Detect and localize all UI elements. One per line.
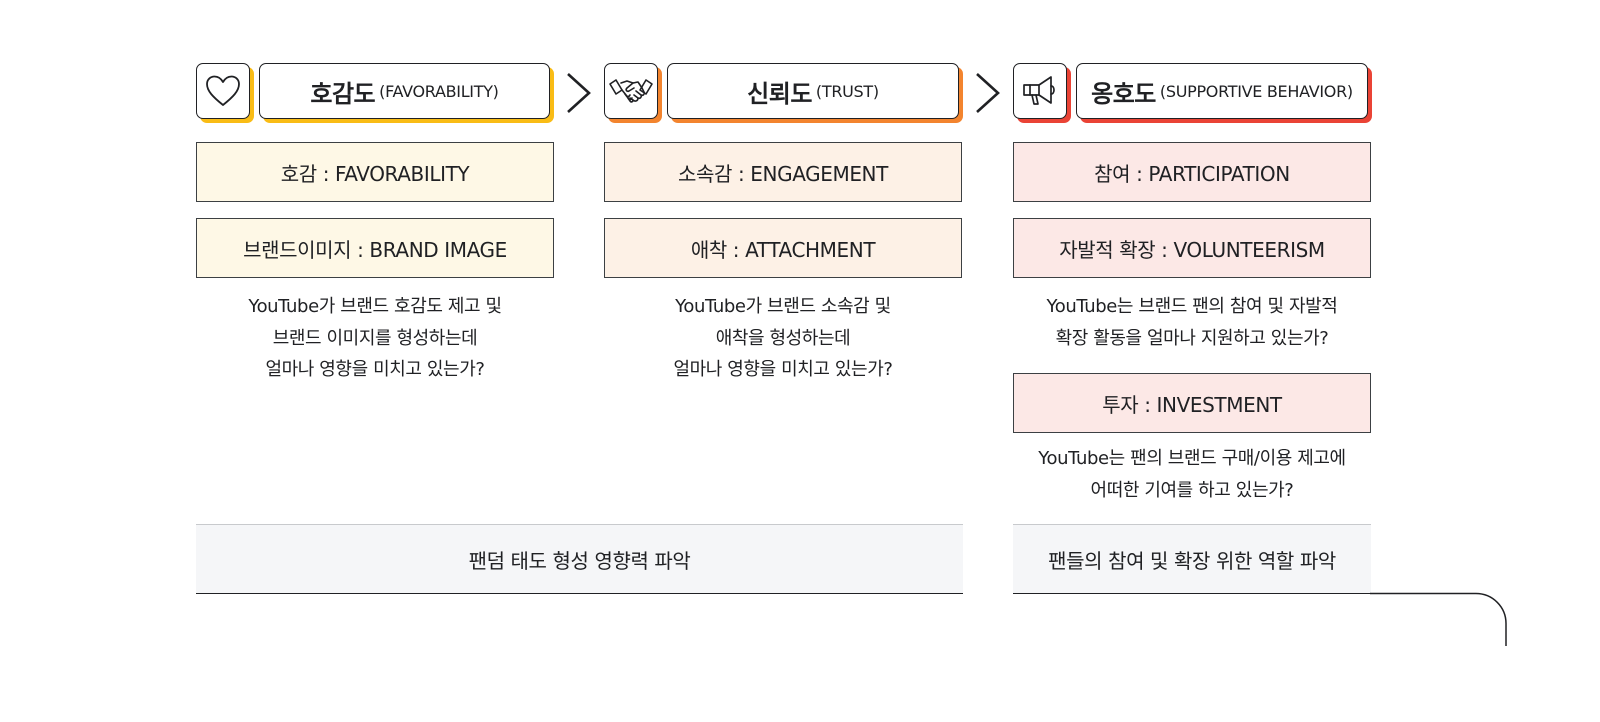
description-line: YouTube가 브랜드 호감도 제고 및 bbox=[248, 296, 502, 317]
supportive-title-en: (SUPPORTIVE BEHAVIOR) bbox=[1159, 81, 1353, 101]
trust-description: YouTube가 브랜드 소속감 및 애착을 형성하는데 얼마나 영향을 미치고… bbox=[604, 291, 962, 386]
favorability-item: 호감 : FAVORABILITY bbox=[196, 142, 554, 202]
supportive-icon-box bbox=[1013, 63, 1067, 119]
handshake-icon bbox=[609, 79, 653, 103]
favorability-title-en: (FAVORABILITY) bbox=[379, 81, 499, 101]
brand-image-item: 브랜드이미지 : BRAND IMAGE bbox=[196, 218, 554, 278]
connector-curve bbox=[1370, 592, 1507, 646]
trust-title-ko: 신뢰도 bbox=[747, 79, 812, 108]
description-line: 확장 활동을 얼마나 지원하고 있는가? bbox=[1055, 327, 1329, 349]
description-line: 애착을 형성하는데 bbox=[715, 327, 851, 349]
supportive-title-ko: 옹호도 bbox=[1091, 79, 1156, 108]
favorability-title: 호감도 (FAVORABILITY) bbox=[259, 63, 550, 119]
supportive-description: YouTube는 브랜드 팬의 참여 및 자발적 확장 활동을 얼마나 지원하고… bbox=[1013, 291, 1371, 354]
engagement-item-label: 소속감 : ENGAGEMENT bbox=[678, 161, 888, 186]
attachment-item: 애착 : ATTACHMENT bbox=[604, 218, 962, 278]
footer-fandom-attitude-label: 팬덤 태도 형성 영향력 파악 bbox=[468, 548, 691, 573]
investment-item-label: 투자 : INVESTMENT bbox=[1102, 392, 1282, 417]
supportive-title: 옹호도 (SUPPORTIVE BEHAVIOR) bbox=[1076, 63, 1368, 119]
investment-description: YouTube는 팬의 브랜드 구매/이용 제고에 어떠한 기여를 하고 있는가… bbox=[1013, 443, 1371, 506]
megaphone-icon bbox=[1023, 76, 1055, 105]
description-line: 브랜드 이미지를 형성하는데 bbox=[272, 327, 478, 349]
chevron-right-icon bbox=[976, 73, 1000, 113]
footer-fandom-attitude: 팬덤 태도 형성 영향력 파악 bbox=[196, 524, 963, 594]
heart-icon bbox=[206, 75, 240, 106]
trust-title-en: (TRUST) bbox=[815, 81, 879, 101]
brand-image-item-label: 브랜드이미지 : BRAND IMAGE bbox=[243, 237, 507, 262]
description-line: 얼마나 영향을 미치고 있는가? bbox=[265, 359, 485, 380]
footer-fan-participation: 팬들의 참여 및 확장 위한 역할 파악 bbox=[1013, 524, 1371, 594]
description-line: YouTube가 브랜드 소속감 및 bbox=[675, 296, 891, 317]
trust-icon-box bbox=[604, 63, 658, 119]
description-line: YouTube는 팬의 브랜드 구매/이용 제고에 bbox=[1038, 448, 1346, 469]
participation-item: 참여 : PARTICIPATION bbox=[1013, 142, 1371, 202]
volunteerism-item-label: 자발적 확장 : VOLUNTEERISM bbox=[1059, 237, 1325, 262]
favorability-description: YouTube가 브랜드 호감도 제고 및 브랜드 이미지를 형성하는데 얼마나… bbox=[196, 291, 554, 386]
attachment-item-label: 애착 : ATTACHMENT bbox=[690, 237, 876, 262]
description-line: 얼마나 영향을 미치고 있는가? bbox=[673, 359, 893, 380]
trust-title: 신뢰도 (TRUST) bbox=[667, 63, 959, 119]
favorability-item-label: 호감 : FAVORABILITY bbox=[280, 161, 470, 186]
engagement-item: 소속감 : ENGAGEMENT bbox=[604, 142, 962, 202]
volunteerism-item: 자발적 확장 : VOLUNTEERISM bbox=[1013, 218, 1371, 278]
chevron-right-icon bbox=[567, 73, 591, 113]
favorability-title-ko: 호감도 bbox=[310, 79, 376, 108]
participation-item-label: 참여 : PARTICIPATION bbox=[1094, 161, 1290, 186]
description-line: YouTube는 브랜드 팬의 참여 및 자발적 bbox=[1046, 296, 1338, 317]
favorability-icon-box bbox=[196, 63, 250, 119]
description-line: 어떠한 기여를 하고 있는가? bbox=[1090, 479, 1294, 501]
investment-item: 투자 : INVESTMENT bbox=[1013, 373, 1371, 433]
footer-fan-participation-label: 팬들의 참여 및 확장 위한 역할 파악 bbox=[1048, 548, 1336, 573]
